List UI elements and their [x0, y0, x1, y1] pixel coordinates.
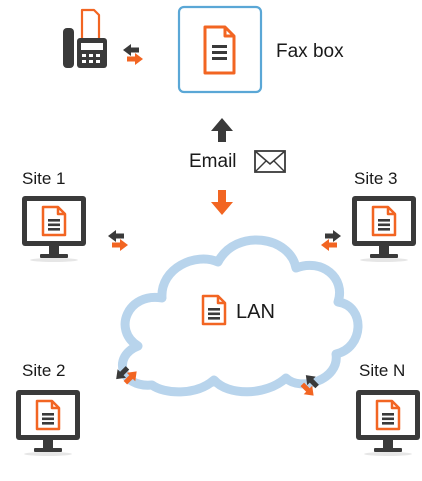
cloud-icon	[118, 235, 363, 397]
fax-box-label: Fax box	[276, 41, 344, 62]
fax-box	[177, 5, 263, 94]
site-n-label: Site N	[359, 361, 406, 380]
site-n-monitor-icon	[356, 390, 420, 456]
site-1-monitor-icon	[22, 196, 86, 262]
fax-link-arrow	[123, 44, 143, 65]
site-2-label: Site 2	[22, 361, 66, 380]
envelope-icon	[254, 150, 286, 173]
lan-document-icon	[201, 294, 227, 326]
site-3-link-arrow	[321, 230, 341, 251]
lan-label: LAN	[236, 301, 275, 323]
email-label: Email	[189, 151, 237, 172]
site-1-link-arrow	[108, 230, 128, 251]
down-arrow-icon	[211, 190, 233, 215]
site-3-label: Site 3	[354, 169, 398, 188]
document-icon	[203, 25, 236, 75]
site-1-label: Site 1	[22, 169, 66, 188]
site-3-monitor-icon	[352, 196, 416, 262]
site-2-monitor-icon	[16, 390, 80, 456]
fax-machine-icon	[63, 8, 107, 68]
up-arrow-icon	[211, 118, 233, 142]
